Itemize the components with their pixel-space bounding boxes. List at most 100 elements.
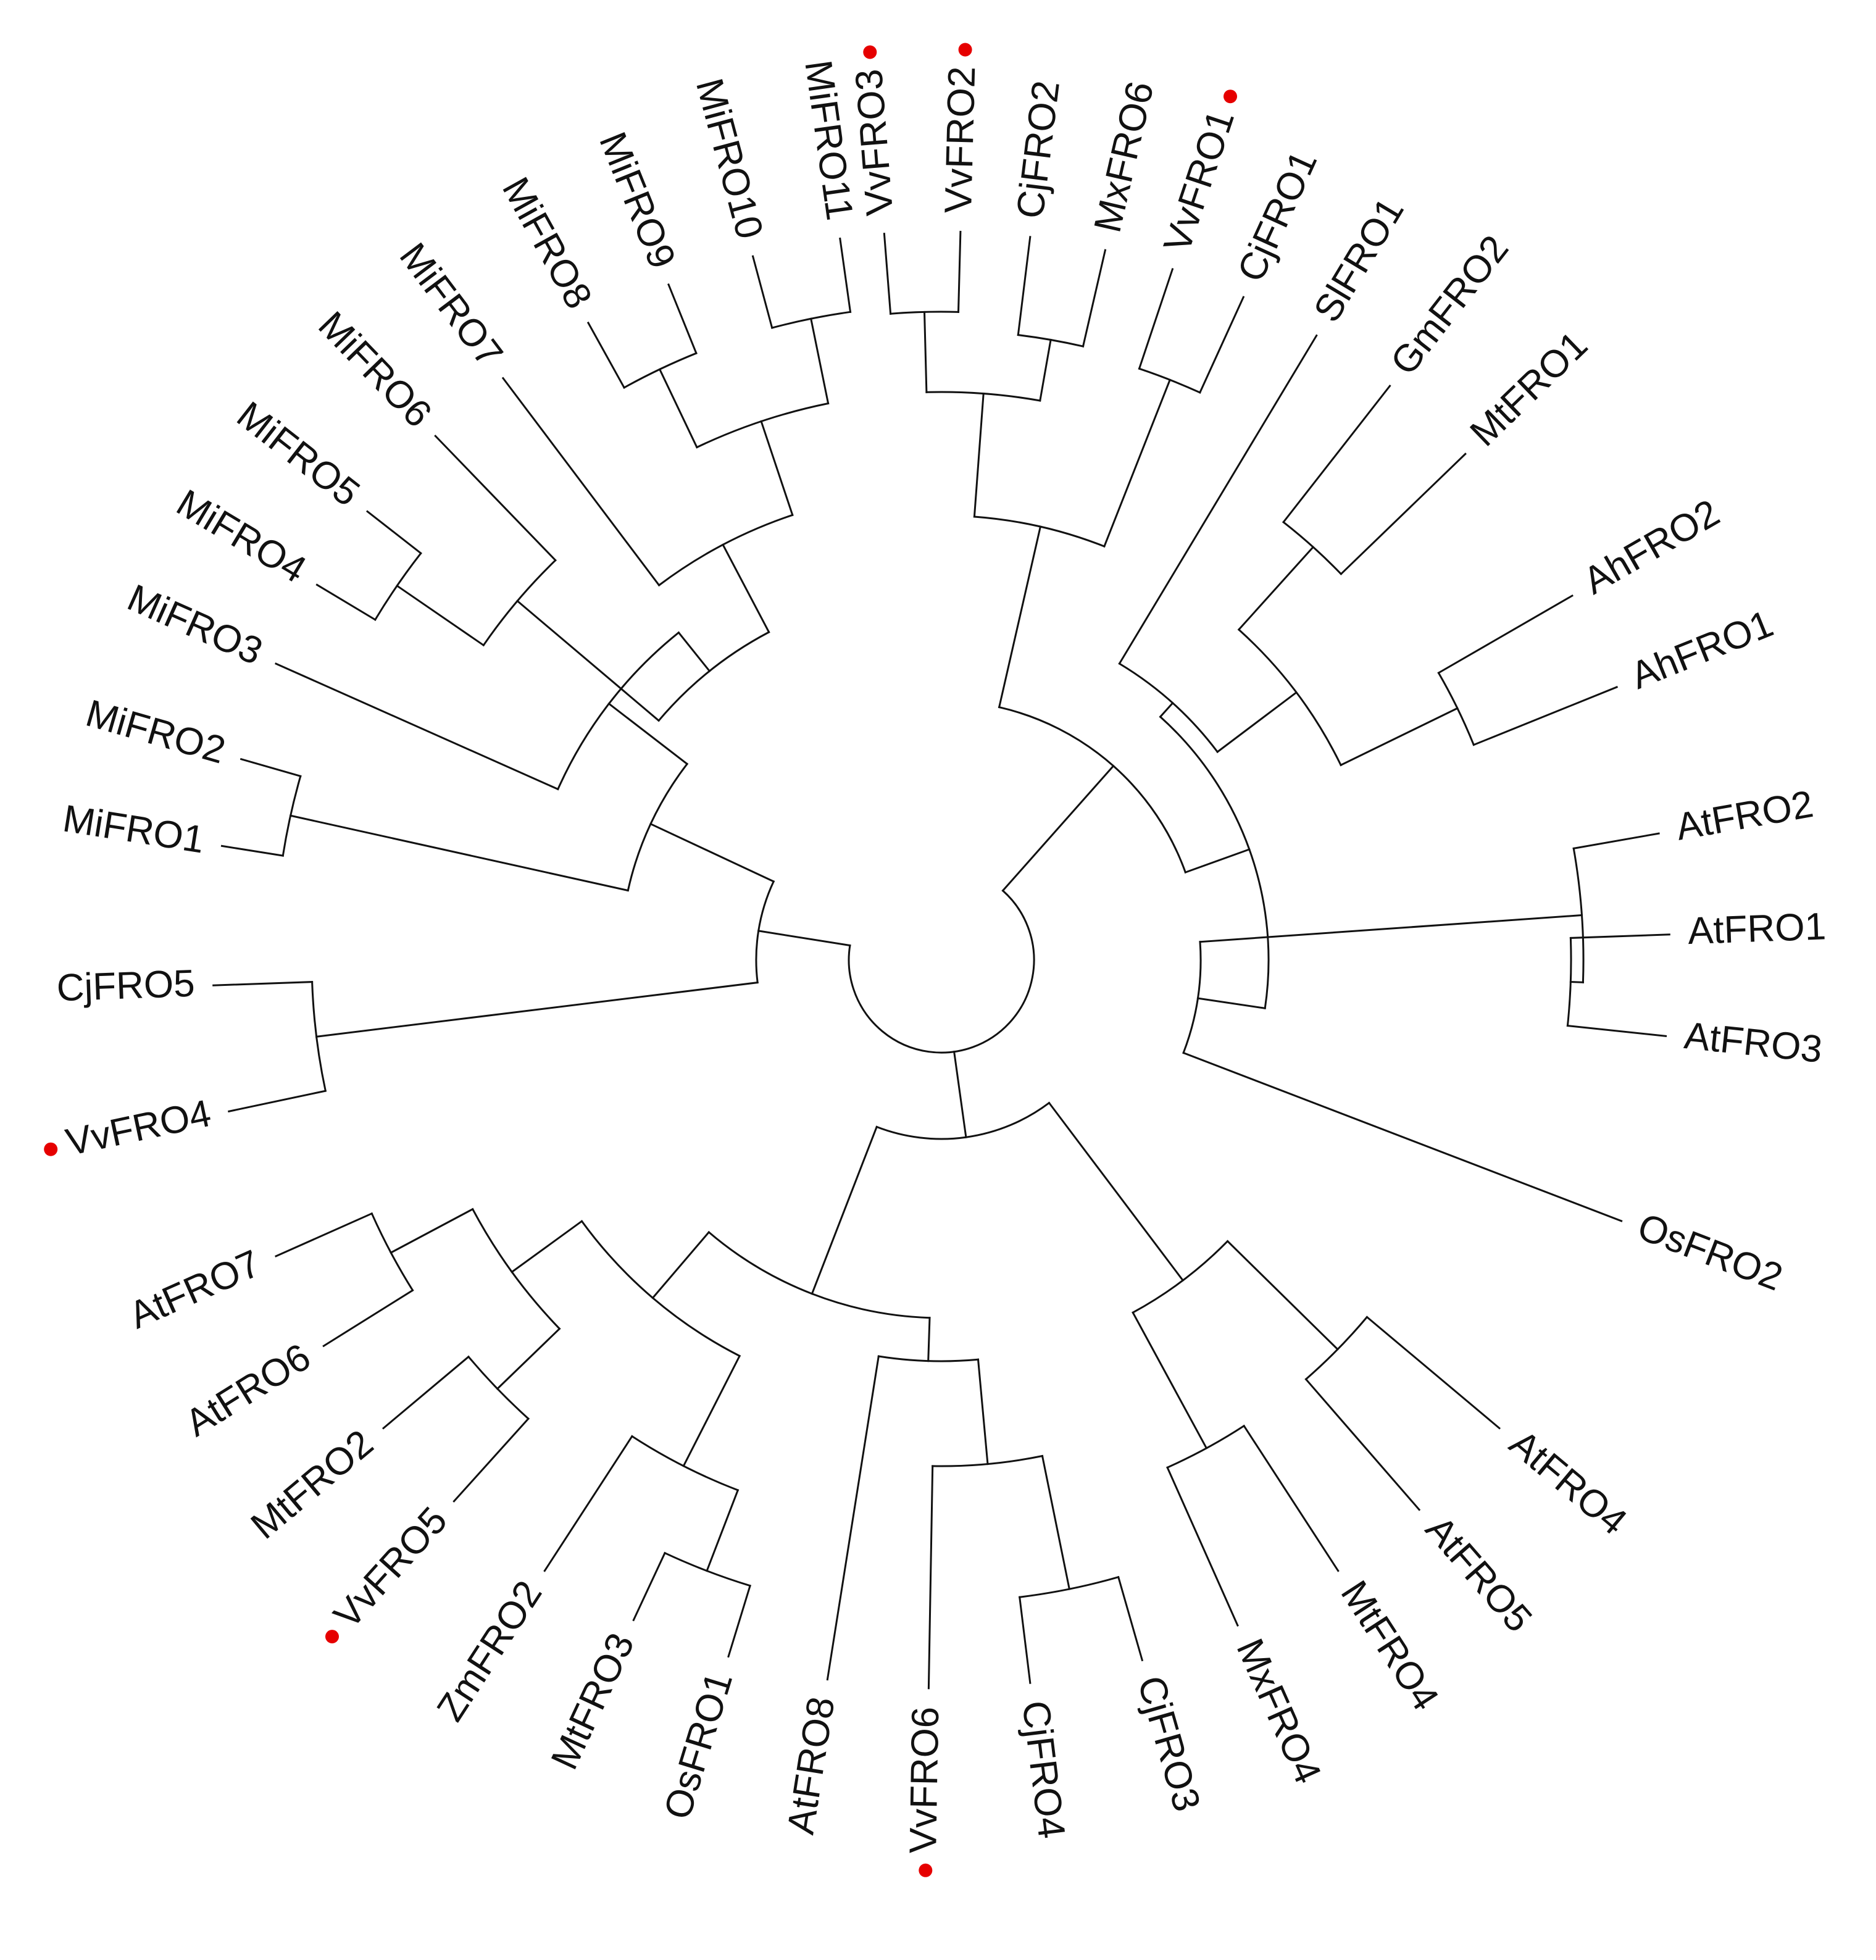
branches-layer [212, 230, 1670, 1690]
leaf-branch [434, 435, 557, 562]
leaf-branch [1198, 296, 1245, 394]
leaf-branch [1182, 1051, 1623, 1222]
internal-branch [1103, 378, 1172, 548]
internal-branch [923, 311, 928, 393]
leaf-branch [1566, 1024, 1667, 1037]
internal-branch [607, 702, 689, 765]
leaf-label-atfro5: AtFRO5 [1417, 1508, 1540, 1640]
leaf-branch [228, 1090, 327, 1113]
leaf-branch [727, 1584, 751, 1658]
leaf-branch [1572, 832, 1660, 850]
internal-branch [973, 392, 985, 518]
internal-branch [1159, 701, 1174, 719]
internal-branch [1039, 338, 1052, 402]
internal-branch [1184, 848, 1251, 874]
leaf-label-mtfro1: MtFRO1 [1462, 323, 1596, 454]
leaf-label-mxfro6: MxFRO6 [1086, 78, 1162, 236]
leaf-label-atfro8: AtFRO8 [780, 1694, 843, 1837]
leaf-branch [751, 255, 773, 329]
leaf-label-vvfro2: VvFRO2 [937, 66, 983, 214]
leaf-label-cjfro1: CjFRO1 [1230, 144, 1326, 288]
leaf-branch [275, 662, 559, 791]
red-dot-marker [325, 1630, 339, 1644]
leaf-label-mxfro4: MxFRO4 [1228, 1633, 1329, 1790]
leaf-label-vvfro4: VvFRO4 [62, 1092, 215, 1164]
leaf-label-atfro1: AtFRO1 [1687, 905, 1827, 953]
leaf-label-vvfro6: VvFRO6 [902, 1706, 947, 1854]
internal-branch [682, 1354, 741, 1467]
leaf-label-osfro1: OsFRO1 [656, 1667, 741, 1824]
internal-branch [953, 1050, 967, 1138]
internal-branch [390, 1207, 474, 1254]
leaf-branch [839, 237, 852, 313]
leaf-branch [452, 1417, 530, 1503]
leaf-branch [586, 321, 626, 389]
internal-branch [396, 584, 485, 647]
leaf-branch [543, 1435, 633, 1572]
leaf-label-cjfro3: CjFRO3 [1129, 1671, 1208, 1816]
leaf-branch [1340, 452, 1467, 575]
leaf-branch [315, 583, 377, 621]
red-dot-marker [919, 1863, 933, 1877]
leaf-label-mifro2: MiFRO2 [81, 692, 230, 772]
red-dot-marker [863, 45, 877, 59]
internal-branch [1001, 764, 1115, 892]
leaf-label-mtfro3: MtFRO3 [543, 1627, 643, 1775]
internal-branch [1237, 546, 1315, 632]
leaf-branch [1019, 1596, 1032, 1684]
leaf-label-cjfro2: CjFRO2 [1009, 78, 1068, 221]
leaf-label-ahfro1: AhFRO1 [1625, 603, 1778, 698]
leaf-label-vvfro5: VvFRO5 [326, 1499, 456, 1637]
leaf-branch [957, 230, 962, 313]
internal-branch [1196, 997, 1266, 1010]
leaf-branch [1243, 1424, 1340, 1572]
red-dot-marker [1224, 90, 1237, 104]
leaf-label-cjfro4: CjFRO4 [1014, 1698, 1073, 1841]
internal-branch [1132, 1311, 1208, 1449]
leaf-branch [1138, 268, 1174, 370]
leaf-label-mifro7: MiFRO7 [391, 235, 511, 375]
leaf-label-cjfro5: CjFRO5 [56, 962, 196, 1010]
leaf-label-mifro3: MiFRO3 [121, 577, 269, 673]
internal-branch [1216, 691, 1298, 754]
leaf-label-atfro6: AtFRO6 [178, 1335, 318, 1445]
leaf-label-atfro2: AtFRO2 [1673, 783, 1817, 849]
leaf-branch [1082, 249, 1107, 348]
leaf-branch [667, 283, 698, 355]
leaf-label-mifro4: MiFRO4 [169, 482, 313, 591]
internal-branch [1041, 1454, 1071, 1590]
internal-branch [651, 1230, 711, 1299]
red-dot-marker [44, 1142, 58, 1156]
leaf-label-gmfro2: GmFRO2 [1383, 228, 1517, 383]
internal-branch [1199, 914, 1583, 943]
markers-layer [44, 43, 1237, 1877]
internal-branch [927, 1317, 931, 1362]
leaf-branch [632, 1551, 666, 1622]
leaf-branch [883, 232, 892, 315]
leaf-label-mifro8: MiFRO8 [494, 170, 600, 315]
internal-branch [658, 368, 698, 449]
leaf-label-atfro4: AtFRO4 [1501, 1422, 1635, 1543]
internal-branch [811, 1125, 878, 1295]
leaf-branch [1282, 384, 1391, 523]
leaf-branch [1166, 1466, 1239, 1627]
leaf-branch [1017, 236, 1032, 336]
internal-branch [515, 599, 661, 722]
clade-arc [848, 889, 1035, 1054]
leaf-branch [927, 1465, 934, 1690]
leaf-branch [826, 1355, 880, 1681]
leaf-label-osfro2: OsFRO2 [1632, 1206, 1788, 1299]
leaf-branch [240, 757, 302, 778]
leaf-branch [365, 510, 422, 555]
leaf-label-mtfro4: MtFRO4 [1333, 1574, 1447, 1718]
leaf-branch [1437, 594, 1574, 675]
leaf-branch [1569, 933, 1670, 939]
leaf-label-slfro1: SlFRO1 [1306, 191, 1412, 330]
leaf-branch [1117, 1575, 1144, 1662]
internal-branch [315, 981, 759, 1038]
internal-branch [809, 317, 830, 405]
leaf-branch [381, 1355, 470, 1430]
internal-branch [1340, 707, 1459, 767]
leaf-branch [1118, 334, 1318, 665]
